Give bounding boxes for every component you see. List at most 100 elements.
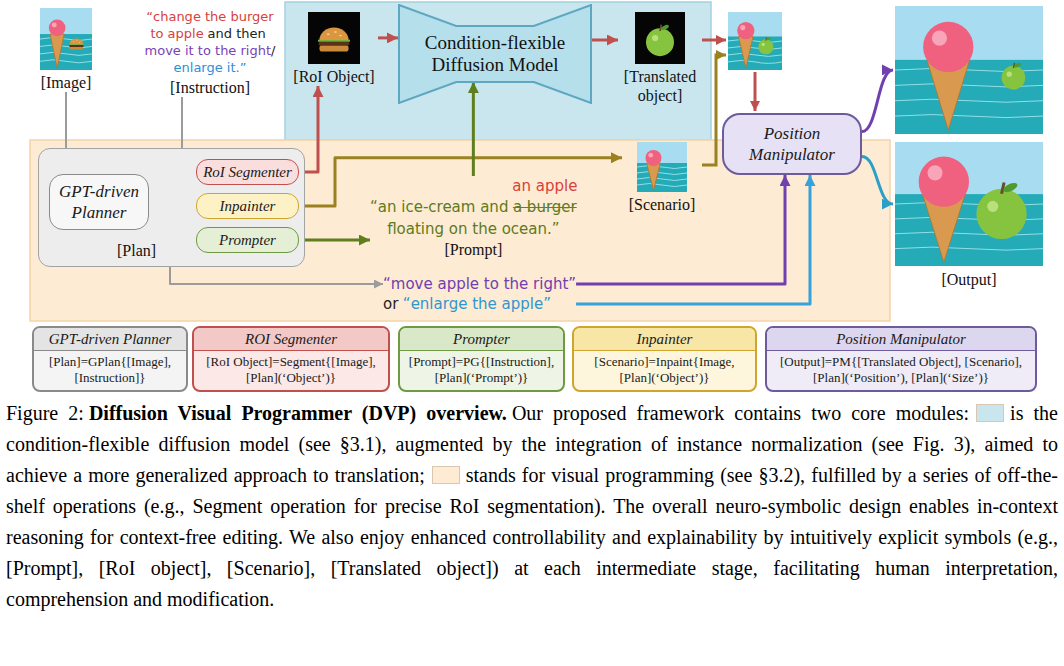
image-caption: [Translated object] [618,67,702,105]
wave [895,232,1043,235]
label-group: Figure 2: [6,402,89,424]
module-name: ROI Segmenter [194,328,388,351]
module-signature: [Scenario]=Inpaint{Image, [Plan](‘Object… [574,351,755,390]
prompter-box: Prompter [196,227,299,253]
scoop-highlight [927,165,942,180]
output-node: [Output] [893,6,1045,289]
scoop-highlight [52,22,57,27]
legend-swatch [432,466,460,484]
wave [637,172,687,175]
figure-number: Figure 2: [6,402,84,424]
legend-swatch [976,404,1004,422]
burger-bun [319,45,348,52]
sea [40,34,92,70]
image-caption: [Output] [893,270,1045,289]
connector-arrow [862,70,893,132]
model-name: Condition-flexible Diffusion Model [415,32,575,76]
ice-cream-cone [738,36,753,68]
wave [895,247,1043,250]
size-instruction: “enlarge the apple” [403,295,551,313]
wave [728,60,782,63]
output-image [895,6,1043,134]
figure-caption: Figure 2:Diffusion Visual Programmer (DV… [6,398,1058,615]
scenario-node: [Scenario] [622,142,702,214]
figure-stage: [Image] “change the burger to appleand th… [0,0,1064,396]
burger-patty [69,45,83,47]
sky [637,142,687,163]
apple-highlight [761,43,764,46]
operation-name: Prompter [200,231,295,249]
input-image-node: [Image] [30,8,102,92]
burger-seed [79,41,80,43]
module-card: Position Manipulator[Output]=PM{[Transla… [765,326,1037,392]
burger-seed [76,40,77,42]
sea [728,36,782,70]
wave [40,52,92,55]
black-background [635,12,685,64]
burger-lettuce [318,40,350,42]
apple-leaf [660,24,669,31]
wave [40,38,92,41]
flow-arrow [702,39,726,42]
edit-instruction-node: “move apple to the right”or“enlarge the … [383,274,576,314]
burger-seed [327,33,330,34]
burger-bun [70,38,84,44]
wave [895,99,1043,102]
image-caption: [Scenario] [622,195,702,214]
replacement-text: an apple [512,176,577,196]
wave [895,115,1043,118]
connector-arrow [592,39,618,42]
translated-object-image [635,12,685,64]
connector-arrow [378,36,398,39]
diffusion-model-shape: Condition-flexible Diffusion Model [398,4,592,104]
caption-text: Our proposed framework contains two core… [512,402,969,424]
sea [895,60,1043,134]
burger-bun [319,28,348,40]
module-name: Position Manipulator [767,328,1035,351]
apple-body [646,28,674,56]
ice-cream-cone [50,34,64,68]
connector-arrow [862,156,893,204]
wave [40,60,92,63]
apple-stem [1013,63,1014,68]
inpainter-box: Inpainter [196,193,299,219]
instruction-node: “change the burger to appleand thenmove … [140,8,280,97]
burger-seed [339,35,342,36]
prompt-text: “an ice-cream and [370,198,508,216]
apple-highlight [987,201,998,212]
wave [728,46,782,49]
size-line: or“enlarge the apple” [383,294,576,314]
apple-highlight [652,35,658,41]
scoop-highlight [740,25,745,30]
image-caption: [Instruction] [140,78,280,97]
image-caption: [Prompt] [370,240,577,259]
apple-body [1002,66,1026,90]
module-signature: [RoI Object]=Segment{[Image], [Plan](‘Ob… [194,351,388,390]
burger-seed [73,41,74,43]
apple-body [976,189,1026,239]
hourglass-shape [399,5,591,103]
module-name: Prompter [400,328,563,351]
sky [895,142,1043,194]
apple-leaf [766,37,771,41]
prompt-text: floating on the ocean.” [370,218,577,240]
position-manipulator-box: Position Manipulator [722,113,862,175]
connector-arrow [299,239,370,242]
operation-name: Inpainter [200,197,295,215]
module-signature: [Plan]=GPlan{[Image], [Instruction]} [34,351,186,390]
scoop-highlight [932,31,947,46]
output-image [895,142,1043,266]
flow-arrow [754,72,757,111]
scenario-image [637,142,687,192]
sky [40,8,92,34]
node-layer: [Image] “change the burger to appleand th… [0,0,1064,396]
roi-object-image [308,12,360,64]
module-card: ROI Segmenter[RoI Object]=Segment{[Image… [192,326,390,392]
wave [637,166,687,169]
wave [637,184,687,187]
translated-object-node: [Translated object] [618,12,702,105]
apple-highlight [1007,72,1012,77]
module-name: Inpainter [574,328,755,351]
prompt-line: “an ice-cream andan applea burger [370,196,577,218]
segmenter-box: RoI Segmenter [196,159,299,185]
